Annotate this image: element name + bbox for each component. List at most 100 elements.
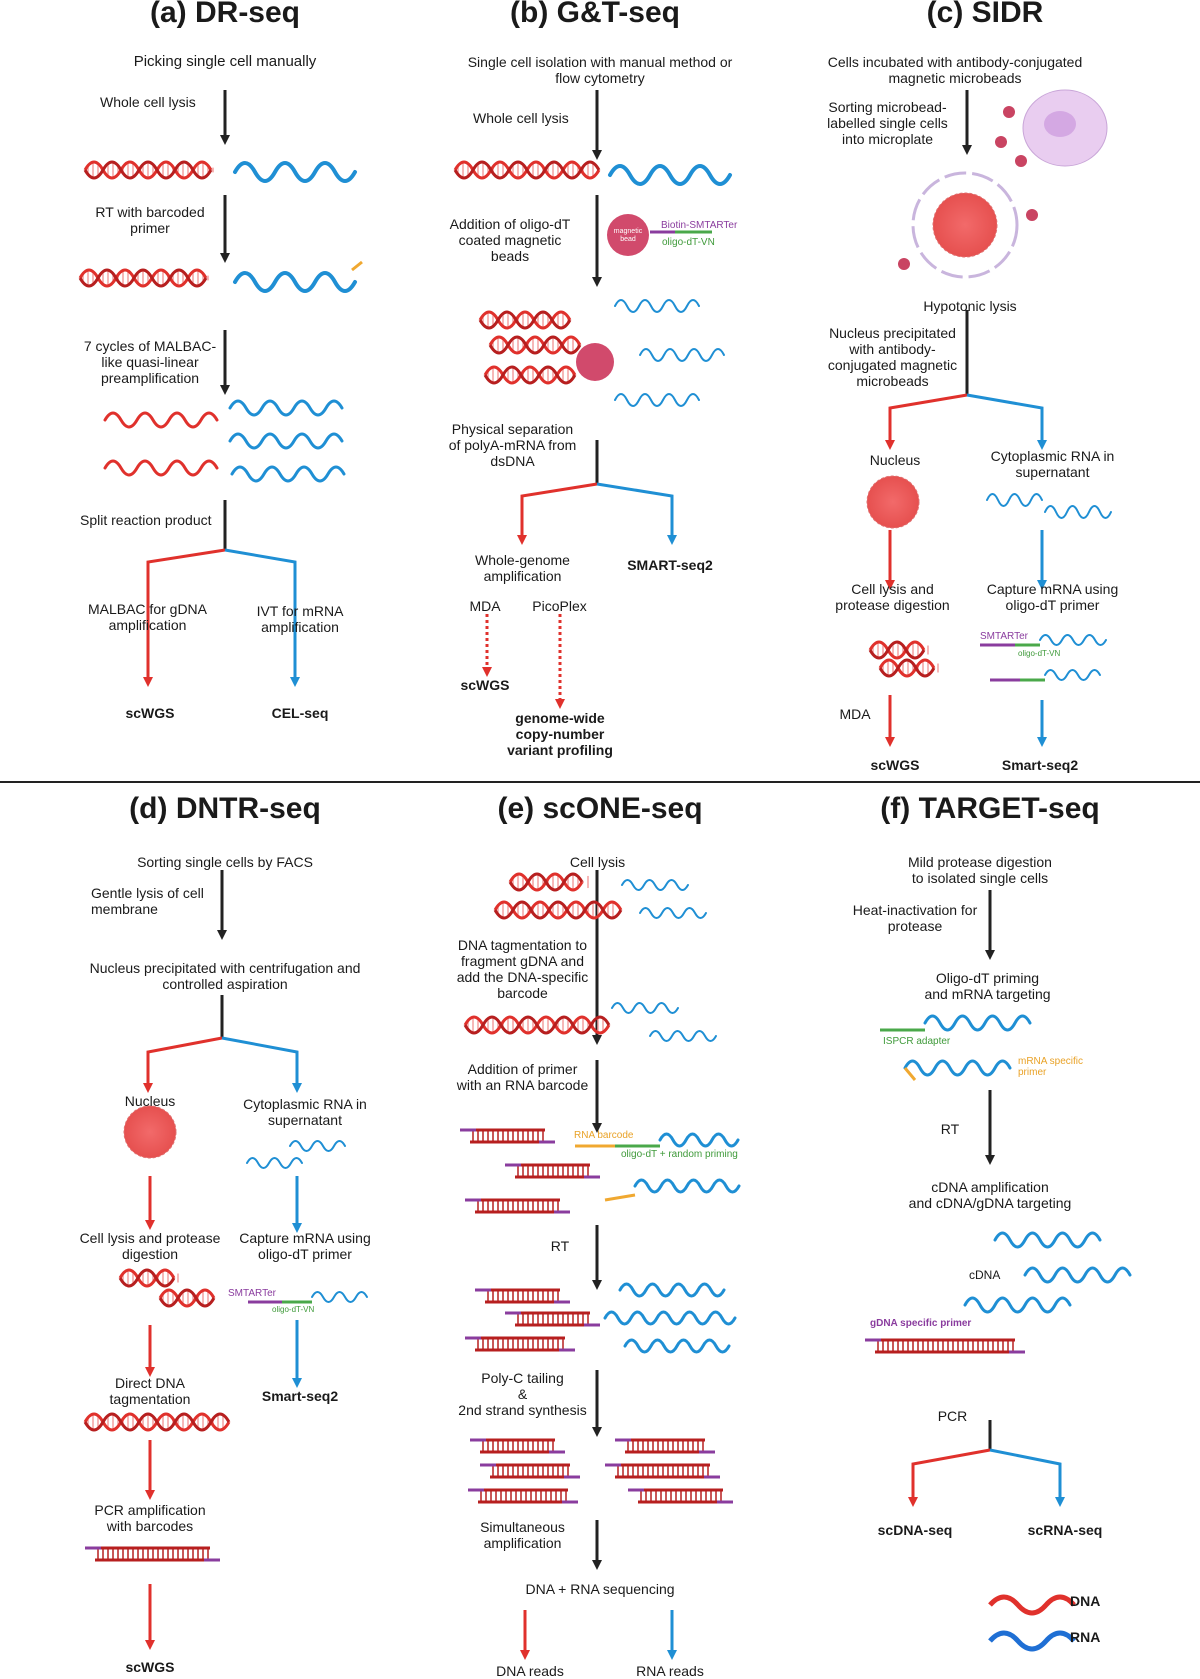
c-rna-output: Smart-seq2 xyxy=(1001,757,1079,773)
panel-a-title: (a) DR-seq xyxy=(149,0,300,29)
a-step-5: Split reaction product xyxy=(80,512,212,528)
c-primed-rna-2 xyxy=(1044,669,1101,681)
c-dna-2 xyxy=(878,658,939,678)
legend xyxy=(988,1594,1076,1652)
e-rna-1 xyxy=(621,879,689,891)
d-cyto-rna-1 xyxy=(246,1157,303,1169)
d-cyto: Cytoplasmic RNA in supernatant xyxy=(243,1096,367,1128)
e-dna-2 xyxy=(493,900,623,920)
c-step-1: Cells incubated with antibody-conjugated… xyxy=(827,54,1083,86)
a-step-1: Picking single cell manually xyxy=(133,53,317,70)
b-bead-label: magnetic bead xyxy=(613,228,643,243)
f-step-2: Heat-inactivation for protease xyxy=(852,902,978,934)
f-gdna-primer: gDNA specific primer xyxy=(870,1318,972,1329)
a-step-4: 7 cycles of MALBAC- like quasi-linear pr… xyxy=(83,338,217,386)
d-pcr-fragment xyxy=(85,1546,220,1562)
d-dna-2 xyxy=(158,1288,216,1308)
e-fragment-5 xyxy=(505,1311,600,1327)
molecule-illustrations xyxy=(78,160,1132,1562)
b-dna-frag-1 xyxy=(478,310,572,330)
a-rna-amp-2 xyxy=(228,432,344,450)
f-step-4: RT xyxy=(940,1121,960,1137)
a-step-2: Whole cell lysis xyxy=(100,94,196,110)
d-dna-output: scWGS xyxy=(125,1659,175,1675)
b-step-1: Single cell isolation with manual method… xyxy=(467,54,733,86)
e-barcoded-rna xyxy=(658,1132,740,1148)
c-mda: MDA xyxy=(839,706,871,722)
f-step-5: cDNA amplification and cDNA/gDNA targeti… xyxy=(908,1179,1072,1211)
e-tagmented-dna xyxy=(463,1015,611,1035)
e-amp-rna-2 xyxy=(605,1463,720,1479)
c-step-3: Hypotonic lysis xyxy=(923,298,1017,314)
f-rna-output: scRNA-seq xyxy=(1027,1522,1103,1538)
e-rna-barcode: RNA barcode xyxy=(574,1130,634,1141)
d-smtarter: SMTARTer xyxy=(228,1288,276,1299)
c-smtarter: SMTARTer xyxy=(980,631,1028,642)
legend-dna-label: DNA xyxy=(1070,1593,1101,1609)
d-tagment: Direct DNA tagmentation xyxy=(109,1375,191,1407)
f-mrna-primer: mRNA specific primer xyxy=(1018,1056,1084,1078)
d-step-3: Nucleus precipitated with centrifugation… xyxy=(89,960,361,992)
e-rt-rna xyxy=(633,1178,741,1194)
d-pcr: PCR amplification with barcodes xyxy=(94,1502,206,1534)
b-step-3: Addition of oligo-dT coated magnetic bea… xyxy=(449,216,571,264)
e-amp-dna-2 xyxy=(480,1463,580,1479)
e-rna-3 xyxy=(611,1002,679,1014)
f-dna-output: scDNA-seq xyxy=(877,1522,953,1538)
a-step-3: RT with barcoded primer xyxy=(95,204,205,236)
c-dna-1 xyxy=(868,640,929,660)
b-oligo-label: oligo-dT-VN xyxy=(662,237,715,248)
e-oligo-random: oligo-dT + random priming xyxy=(621,1149,738,1160)
e-step-6: Simultaneous amplification xyxy=(480,1519,565,1551)
c-lysis: Cell lysis and protease digestion xyxy=(835,581,950,613)
d-cyto-rna-2 xyxy=(289,1140,346,1152)
a-dna-output: scWGS xyxy=(125,705,175,721)
c-cyto: Cytoplasmic RNA in supernatant xyxy=(990,448,1115,480)
d-lysis: Cell lysis and protease digestion xyxy=(79,1230,221,1262)
legend-rna-swatch xyxy=(988,1630,1076,1652)
c-dna-output: scWGS xyxy=(870,757,920,773)
b-picoplex: PicoPlex xyxy=(532,598,587,614)
e-fragment-2 xyxy=(505,1163,600,1179)
f-cdna-1 xyxy=(993,1231,1102,1249)
a-rna-amp-3 xyxy=(230,465,346,483)
legend-rna-label: RNA xyxy=(1070,1629,1101,1645)
e-cdna-2 xyxy=(603,1310,737,1326)
c-capture: Capture mRNA using oligo-dT primer xyxy=(986,581,1119,613)
f-cdna-3 xyxy=(963,1296,1072,1314)
b-captured-rna-2 xyxy=(639,348,725,362)
d-primed-rna xyxy=(311,1291,368,1303)
e-step-4: RT xyxy=(550,1238,570,1254)
flow-connector xyxy=(911,1448,991,1468)
flow-connector xyxy=(221,1036,299,1056)
b-dna-frag-2 xyxy=(488,335,582,355)
a-rna-output: CEL-seq xyxy=(271,705,329,721)
c-nucleus: Nucleus xyxy=(869,452,921,468)
panel-b-title: (b) G&T-seq xyxy=(510,0,680,29)
adapter-segment xyxy=(604,1193,636,1202)
a-dna-helix-1 xyxy=(83,160,214,180)
b-dna-helix xyxy=(453,160,601,180)
lysed-cell-illustration xyxy=(898,171,1038,279)
e-step-1: Cell lysis xyxy=(569,854,626,870)
flow-connector xyxy=(146,1036,223,1056)
b-captured-rna-3 xyxy=(614,393,700,407)
f-targeted-rna xyxy=(903,1059,1012,1077)
e-amp-rna-3 xyxy=(628,1488,733,1504)
f-step-1: Mild protease digestion to isolated sing… xyxy=(908,854,1052,886)
magnetic-bead-illustration xyxy=(576,214,712,381)
panel-f-title: (f) TARGET-seq xyxy=(880,792,1100,825)
e-fragment-3 xyxy=(465,1198,570,1214)
panel-c-title: (c) SIDR xyxy=(926,0,1044,29)
flow-connector xyxy=(224,548,297,566)
b-biotin-label: Biotin-SMTARTer xyxy=(661,220,738,231)
f-step-3: Oligo-dT priming and mRNA targeting xyxy=(924,970,1051,1002)
d-capture: Capture mRNA using oligo-dT primer xyxy=(239,1230,371,1262)
e-step-5: Poly-C tailing & 2nd strand synthesis xyxy=(458,1370,587,1418)
flow-connector xyxy=(146,548,226,566)
e-rna-output: RNA reads xyxy=(636,1663,704,1679)
flow-connector xyxy=(989,1448,1062,1468)
d-rna-output: Smart-seq2 xyxy=(261,1388,339,1404)
e-dna-1 xyxy=(508,872,589,892)
nucleus-illustration-d xyxy=(123,1105,177,1159)
